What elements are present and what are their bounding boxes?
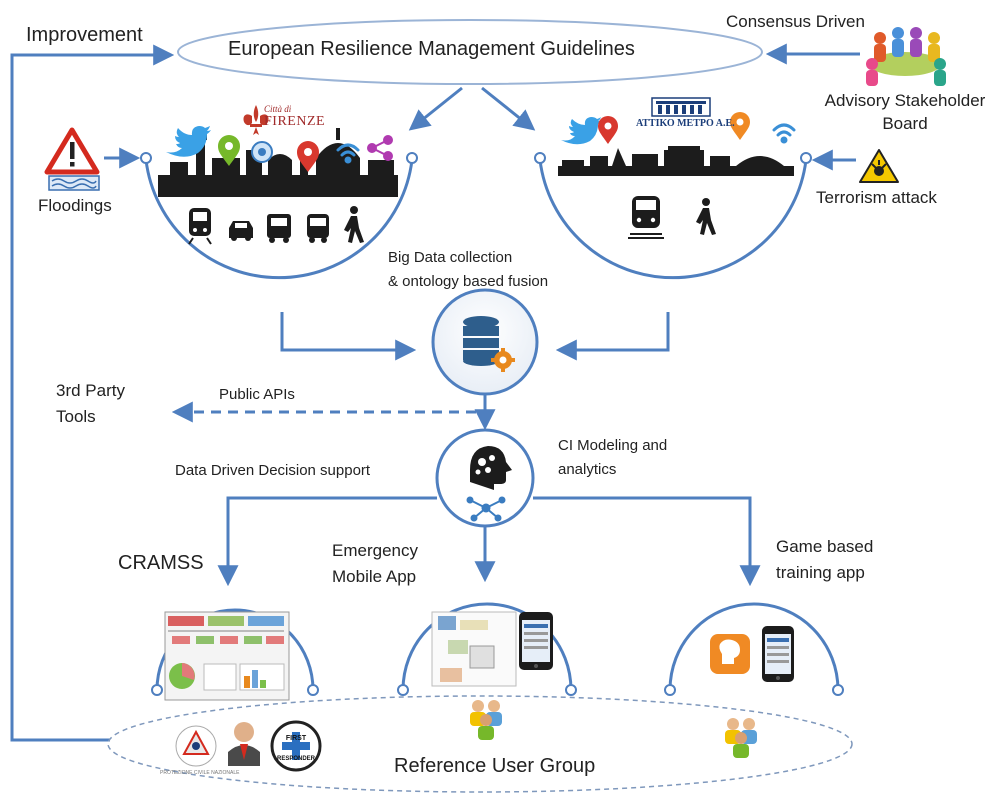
ci-modeling-line-1: CI Modeling and — [558, 437, 668, 454]
bigdata-label: Big Data collection & ontology based fus… — [388, 246, 548, 294]
firenze-lily-icon — [243, 105, 269, 135]
cramss-label: CRAMSS — [118, 552, 204, 574]
firenze-logo-line-2: FIRENZE — [264, 114, 326, 129]
game-line-1: Game based — [776, 537, 874, 556]
arrow-to-florence — [408, 86, 463, 131]
emergency-line-2: Mobile App — [332, 567, 417, 586]
wifi-icon — [772, 123, 796, 144]
map-pin-red-icon — [598, 116, 618, 144]
ci-modeling-label: CI Modeling and analytics — [558, 434, 667, 482]
guidelines-ellipse — [177, 19, 763, 85]
attiko-logo-text: ΑΤΤΙΚΟ ΜΕΤΡΟ Α.Ε. — [636, 118, 735, 129]
map-pin-red-icon — [297, 141, 319, 172]
third-party-line-1: 3rd Party — [56, 381, 125, 400]
advisory-board-label: Advisory Stakeholder Board — [815, 91, 995, 134]
athens-skyline — [558, 146, 794, 176]
network-icon — [466, 496, 506, 522]
database-icon — [463, 316, 499, 366]
metro-train-icon — [628, 196, 664, 239]
brain-head-icon — [470, 446, 512, 490]
reference-group-ellipse — [107, 695, 853, 793]
firenze-logo-line-1: Città di — [264, 104, 292, 114]
cramss-dashboard-thumbnail — [164, 611, 290, 701]
attiko-metro-logo — [651, 97, 711, 117]
third-party-label: 3rd Party Tools — [56, 378, 125, 430]
advisory-line-2: Board — [882, 114, 928, 133]
emergency-arch — [401, 602, 573, 691]
arrow-florence-to-db — [280, 312, 417, 361]
decision-support-label: Data Driven Decision support — [175, 462, 371, 479]
hazard-icon — [859, 149, 899, 183]
game-arch — [668, 602, 840, 691]
advisory-line-1: Advisory Stakeholder — [824, 91, 986, 110]
first-responder-text: FIRST RESPONDER — [271, 724, 321, 764]
sensor-icon — [251, 141, 273, 163]
protezione-logo-text: PROTEZIONE CIVILE NAZIONALE — [160, 770, 240, 776]
emergency-app-thumbnail — [431, 611, 517, 687]
third-party-line-2: Tools — [56, 407, 96, 426]
pedestrian-icon — [696, 198, 716, 235]
map-pin-orange-icon — [730, 112, 750, 140]
consensus-label: Consensus Driven — [726, 12, 865, 31]
first-responder-logo — [270, 720, 322, 772]
emergency-label: Emergency Mobile App — [332, 538, 418, 590]
florence-bowl — [144, 159, 414, 280]
warning-icon — [44, 127, 100, 191]
wifi-icon — [336, 143, 360, 164]
gear-icon — [491, 348, 515, 372]
firenze-logo: Città di FIRENZE — [264, 104, 325, 130]
protezione-civile-logo — [175, 725, 217, 767]
smartphone-icon — [519, 612, 553, 670]
game-app-icon — [710, 634, 750, 674]
map-pin-green-icon — [218, 135, 240, 166]
share-icon — [367, 135, 393, 161]
avatar — [228, 722, 260, 766]
game-label: Game based training app — [776, 534, 873, 586]
floodings-label: Floodings — [38, 196, 112, 215]
ci-modeling-line-2: analytics — [558, 461, 617, 478]
twitter-icon — [166, 126, 211, 157]
twitter-icon — [561, 117, 602, 145]
athens-bowl — [538, 159, 808, 280]
truck-icon — [267, 214, 291, 243]
arrow-to-cramss — [217, 496, 437, 587]
improvement-loop-line — [10, 44, 175, 742]
terrorism-label: Terrorism attack — [816, 188, 937, 207]
arrow-to-athens — [481, 86, 536, 131]
first-responder-line-2: RESPONDER — [276, 756, 315, 762]
user-group-icon — [470, 700, 502, 740]
stakeholder-board-icon — [866, 27, 946, 86]
public-apis-label: Public APIs — [219, 386, 295, 403]
diagram-title: European Resilience Management Guideline… — [228, 38, 635, 60]
improvement-label: Improvement — [26, 24, 143, 46]
emergency-line-1: Emergency — [332, 541, 418, 560]
arrow-to-game — [533, 496, 761, 587]
arrow-athens-to-db — [555, 312, 670, 361]
game-line-2: training app — [776, 563, 865, 582]
bigdata-line-2: & ontology based fusion — [388, 273, 549, 290]
reference-group-label: Reference User Group — [394, 755, 596, 777]
tram-icon — [188, 208, 212, 245]
bigdata-line-1: Big Data collection — [388, 249, 513, 266]
car-icon — [229, 221, 253, 241]
first-responder-line-1: FIRST — [285, 735, 307, 742]
pedestrian-icon — [344, 206, 364, 243]
smartphone-icon — [762, 626, 794, 682]
bus-icon — [307, 214, 329, 243]
user-group-icon — [725, 718, 757, 758]
